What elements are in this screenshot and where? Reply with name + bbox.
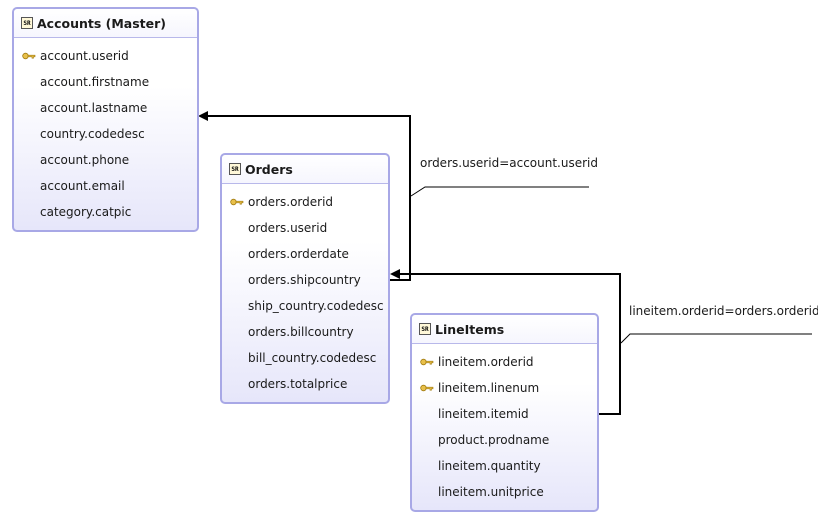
link-orders-accounts-leader <box>410 186 589 197</box>
table-lineitems[interactable]: SR LineItems lineitem.orderid lineitem.li… <box>410 313 599 512</box>
field-row[interactable]: orders.shipcountry <box>222 267 388 293</box>
field-name: orders.shipcountry <box>248 273 361 287</box>
field-row[interactable]: product.prodname <box>412 427 597 453</box>
table-title: Orders <box>245 161 293 177</box>
table-icon: SR <box>229 163 241 175</box>
table-icon: SR <box>21 17 33 29</box>
field-name: country.codedesc <box>40 127 145 141</box>
field-row[interactable]: lineitem.orderid <box>412 349 597 375</box>
field-name: lineitem.unitprice <box>438 485 544 499</box>
field-row[interactable]: country.codedesc <box>14 121 197 147</box>
field-row[interactable]: account.userid <box>14 43 197 69</box>
link-lineitems-orders-arrowhead <box>390 269 400 279</box>
link-label-lineitems-orders[interactable]: lineitem.orderid=orders.orderid <box>629 304 818 318</box>
field-row[interactable]: lineitem.quantity <box>412 453 597 479</box>
field-row[interactable]: bill_country.codedesc <box>222 345 388 371</box>
field-name: product.prodname <box>438 433 550 447</box>
field-row[interactable]: lineitem.itemid <box>412 401 597 427</box>
field-row[interactable]: orders.billcountry <box>222 319 388 345</box>
field-name: bill_country.codedesc <box>248 351 377 365</box>
field-row[interactable]: orders.orderid <box>222 189 388 215</box>
table-title: Accounts (Master) <box>37 15 167 31</box>
field-name: account.firstname <box>40 75 150 89</box>
field-list: account.userid account.firstname account.l… <box>14 38 197 225</box>
field-name: orders.totalprice <box>248 377 348 391</box>
field-name: orders.orderdate <box>248 247 349 261</box>
field-name: account.email <box>40 179 125 193</box>
field-row[interactable]: lineitem.unitprice <box>412 479 597 505</box>
field-name: orders.orderid <box>248 195 334 209</box>
field-name: lineitem.quantity <box>438 459 541 473</box>
table-header[interactable]: SR Orders <box>222 155 388 184</box>
field-name: orders.billcountry <box>248 325 354 339</box>
field-name: lineitem.itemid <box>438 407 529 421</box>
field-row[interactable]: account.email <box>14 173 197 199</box>
field-name: account.userid <box>40 49 129 63</box>
field-row[interactable]: account.firstname <box>14 69 197 95</box>
field-row[interactable]: ship_country.codedesc <box>222 293 388 319</box>
field-name: ship_country.codedesc <box>248 299 384 313</box>
key-icon <box>420 384 434 392</box>
key-icon <box>420 358 434 366</box>
field-row[interactable]: orders.totalprice <box>222 371 388 397</box>
field-row[interactable]: account.lastname <box>14 95 197 121</box>
table-header[interactable]: SR Accounts (Master) <box>14 9 197 38</box>
field-list: orders.orderid orders.userid orders.orderd… <box>222 184 388 397</box>
link-orders-accounts-arrowhead <box>198 111 208 121</box>
field-row[interactable]: orders.userid <box>222 215 388 241</box>
field-name: category.catpic <box>40 205 132 219</box>
field-name: orders.userid <box>248 221 328 235</box>
key-icon <box>230 198 244 206</box>
field-list: lineitem.orderid lineitem.linenum lineitem… <box>412 344 597 505</box>
link-lineitems-orders-leader <box>620 333 812 344</box>
link-orders-accounts-line[interactable] <box>205 115 411 281</box>
table-icon: SR <box>419 323 431 335</box>
field-name: account.lastname <box>40 101 148 115</box>
table-title: LineItems <box>435 321 505 337</box>
field-name: lineitem.linenum <box>438 381 540 395</box>
link-label-orders-accounts[interactable]: orders.userid=account.userid <box>420 156 598 170</box>
key-icon <box>22 52 36 60</box>
field-row[interactable]: orders.orderdate <box>222 241 388 267</box>
field-name: account.phone <box>40 153 130 167</box>
field-row[interactable]: account.phone <box>14 147 197 173</box>
field-row[interactable]: lineitem.linenum <box>412 375 597 401</box>
link-lineitems-orders-line[interactable] <box>397 273 621 415</box>
table-header[interactable]: SR LineItems <box>412 315 597 344</box>
field-name: lineitem.orderid <box>438 355 534 369</box>
field-row[interactable]: category.catpic <box>14 199 197 225</box>
